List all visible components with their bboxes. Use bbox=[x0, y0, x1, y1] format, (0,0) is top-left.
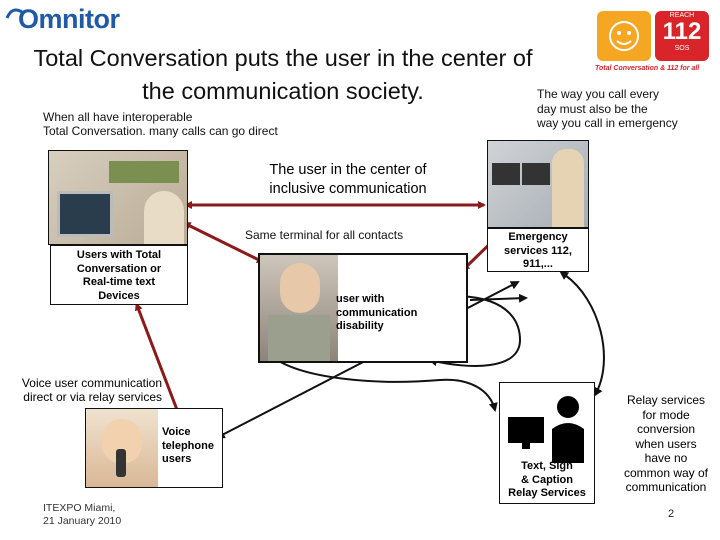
relay-operator-icon bbox=[508, 396, 584, 463]
badge-112: REACH 112 SOS bbox=[655, 11, 709, 61]
monitor-icon bbox=[492, 163, 520, 185]
man-with-phone-icon bbox=[260, 255, 338, 361]
monitor-icon bbox=[522, 163, 550, 185]
badge-orange-icon bbox=[597, 11, 651, 61]
relay-services-photo bbox=[499, 382, 595, 504]
emergency-label: Emergency services 112, 911,... bbox=[487, 228, 589, 272]
voice-user-photo bbox=[85, 408, 223, 488]
center-user-label: user with communication disability bbox=[336, 293, 418, 332]
title-line-1: Total Conversation puts the user in the … bbox=[33, 45, 533, 71]
tc-user-photo bbox=[48, 150, 188, 245]
same-terminal-label: Same terminal for all contacts bbox=[245, 228, 404, 242]
voice-users-label: Voice telephone users bbox=[162, 426, 214, 465]
user-to-relay-line bbox=[469, 293, 528, 303]
operator-icon bbox=[552, 149, 584, 227]
page-number: 2 bbox=[668, 508, 675, 520]
relay-services-label: Text, Sign & Caption Relay Services bbox=[508, 460, 586, 499]
voice-communication-label: Voice user communication direct or via r… bbox=[21, 376, 162, 404]
title-line-2: the communication society. bbox=[142, 78, 424, 104]
monitor-icon bbox=[57, 191, 113, 237]
tc-to-user-arrow bbox=[182, 222, 265, 264]
person-icon bbox=[144, 191, 184, 244]
omnitor-logo: Omnitor bbox=[4, 2, 124, 36]
plants-icon bbox=[109, 161, 179, 183]
footer: ITEXPO Miami, 21 January 2010 bbox=[43, 502, 122, 527]
emergency-note: The way you call every day must also be … bbox=[537, 87, 678, 130]
emergency-to-relay-curve bbox=[559, 270, 605, 397]
relay-note: Relay services for mode conversion when … bbox=[623, 393, 709, 494]
center-user-photo bbox=[258, 253, 468, 363]
center-title: The user in the center of inclusive comm… bbox=[269, 162, 427, 197]
tc-users-label: Users with Total Conversation or Real-ti… bbox=[50, 245, 188, 305]
badge-caption: Total Conversation & 112 for all bbox=[595, 65, 700, 72]
logo-swirl-icon bbox=[5, 8, 23, 19]
reach112-badge: REACH 112 SOS Total Conversation & 112 f… bbox=[595, 9, 711, 77]
page-title: Total Conversation puts the user in the … bbox=[0, 42, 566, 108]
emergency-photo bbox=[487, 140, 589, 228]
logo-text: Omnitor bbox=[18, 4, 120, 34]
user-to-voice-curve bbox=[264, 350, 498, 412]
child-with-phone-icon bbox=[86, 409, 158, 487]
subtitle: When all have interoperable Total Conver… bbox=[43, 110, 278, 138]
